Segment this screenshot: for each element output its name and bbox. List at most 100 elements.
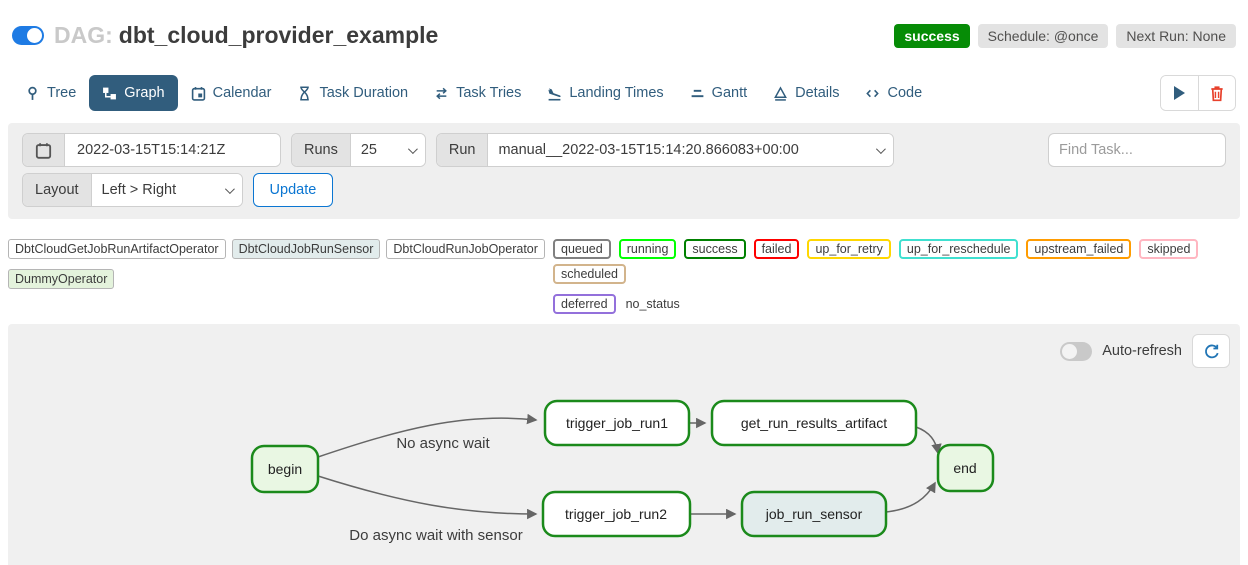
schedule-badge: Schedule: @once	[977, 23, 1109, 48]
dag-run-select[interactable]: manual__2022-03-15T15:14:20.866083+00:00	[488, 134, 894, 166]
operator-badge: DbtCloudJobRunSensor	[231, 239, 381, 259]
graph-controls: Auto-refresh	[1060, 334, 1230, 368]
tab-label: Details	[795, 85, 840, 101]
operator-badge: DbtCloudGetJobRunArtifactOperator	[8, 239, 226, 259]
dag-prefix-label: DAG:	[54, 22, 113, 48]
status-legend: queued running success failed up_for_ret…	[553, 239, 1240, 314]
edge-artifact-end	[915, 426, 942, 455]
tab-label: Code	[887, 85, 923, 101]
status-legend-badge: running	[618, 239, 677, 259]
tab-landing-times[interactable]: Landing Times	[534, 75, 676, 111]
task-node-label: get_run_results_artifact	[741, 415, 887, 431]
task-node-label: trigger_job_run1	[566, 415, 668, 431]
gantt-icon	[691, 89, 704, 97]
chevron-down-icon	[224, 183, 235, 194]
status-legend-badge: upstream_failed	[1026, 239, 1132, 259]
refresh-button[interactable]	[1192, 334, 1230, 368]
tab-label: Tree	[47, 85, 77, 101]
chevron-down-icon	[876, 143, 887, 154]
status-legend-badge: failed	[753, 239, 800, 259]
view-tabbar: Tree Graph Calendar Task Duration Task T…	[12, 75, 1236, 111]
dag-graph: No async wait Do async wait with sensor …	[250, 399, 995, 544]
task-node-trigger-job-run1[interactable]: trigger_job_run1	[543, 399, 691, 447]
edge-begin-trigger1	[317, 413, 538, 458]
toggle-knob	[27, 28, 42, 43]
tab-task-tries[interactable]: Task Tries	[421, 75, 534, 111]
update-button[interactable]: Update	[252, 173, 334, 207]
tab-calendar[interactable]: Calendar	[178, 75, 285, 111]
task-node-label: begin	[268, 461, 302, 477]
header-badges: success Schedule: @once Next Run: None	[894, 23, 1236, 48]
filter-row-2: Layout Left > Right Update	[22, 173, 1226, 207]
tab-label: Landing Times	[569, 85, 664, 101]
runs-count-value: 25	[360, 142, 377, 158]
calendar-icon	[35, 142, 52, 159]
status-legend-badge: deferred	[553, 294, 616, 314]
calendar-icon	[191, 86, 205, 101]
page-title: DAG:dbt_cloud_provider_example	[54, 22, 438, 49]
status-legend-badge: no_status	[625, 297, 680, 311]
hourglass-icon	[300, 86, 310, 100]
graph-icon	[103, 87, 117, 99]
next-run-badge: Next Run: None	[1116, 23, 1236, 48]
runs-count-select[interactable]: 25	[350, 134, 425, 166]
find-task-input[interactable]	[1048, 133, 1226, 167]
tab-label: Gantt	[711, 85, 748, 101]
details-icon	[774, 85, 788, 101]
filter-panel: 2022-03-15T15:14:21Z Runs 25 Run manual_…	[8, 123, 1240, 219]
tab-graph[interactable]: Graph	[89, 75, 178, 111]
tab-task-duration[interactable]: Task Duration	[284, 75, 421, 111]
plane-landing-icon	[548, 87, 561, 101]
dag-pause-toggle[interactable]	[12, 26, 44, 45]
tab-tree[interactable]: Tree	[12, 75, 89, 111]
toggle-knob	[1062, 343, 1078, 359]
task-node-label: job_run_sensor	[765, 506, 863, 522]
edge-begin-trigger2	[317, 475, 538, 520]
delete-dag-button[interactable]	[1198, 76, 1235, 110]
operator-legend: DbtCloudGetJobRunArtifactOperator DbtClo…	[8, 239, 553, 289]
date-input-group: 2022-03-15T15:14:21Z	[22, 133, 281, 167]
task-node-trigger-job-run2[interactable]: trigger_job_run2	[541, 490, 692, 538]
auto-refresh-label: Auto-refresh	[1102, 343, 1182, 359]
runs-input-group: Runs 25	[291, 133, 426, 167]
date-picker-button[interactable]	[23, 134, 65, 166]
status-legend-badge: up_for_retry	[807, 239, 891, 259]
task-node-label: end	[953, 460, 976, 476]
edge-sensor-end	[885, 481, 936, 513]
tab-label: Task Duration	[319, 85, 409, 101]
legend: DbtCloudGetJobRunArtifactOperator DbtClo…	[0, 239, 1248, 314]
status-legend-badge: success	[684, 239, 746, 259]
tab-gantt[interactable]: Gantt	[677, 75, 760, 111]
task-node-label: trigger_job_run2	[565, 506, 667, 522]
task-node-get-run-results-artifact[interactable]: get_run_results_artifact	[710, 399, 918, 447]
task-node-end[interactable]: end	[936, 443, 995, 493]
layout-input-group: Layout Left > Right	[22, 173, 243, 207]
dag-name: dbt_cloud_provider_example	[118, 22, 439, 48]
run-input-group: Run manual__2022-03-15T15:14:20.866083+0…	[435, 133, 895, 167]
graph-panel: Auto-refresh No async wait Do async wait…	[8, 324, 1240, 565]
status-legend-badge: up_for_reschedule	[898, 239, 1019, 259]
edge-label-no-async: No async wait	[396, 435, 490, 452]
tree-icon	[28, 86, 37, 100]
task-node-begin[interactable]: begin	[250, 444, 320, 494]
execution-date-input[interactable]: 2022-03-15T15:14:21Z	[65, 134, 280, 166]
dag-run-value: manual__2022-03-15T15:14:20.866083+00:00	[498, 142, 799, 158]
play-icon	[1174, 86, 1185, 100]
status-legend-badge: skipped	[1139, 239, 1199, 259]
task-node-job-run-sensor[interactable]: job_run_sensor	[740, 490, 888, 538]
auto-refresh-toggle[interactable]	[1060, 341, 1093, 361]
tab-label: Calendar	[212, 85, 272, 101]
status-badge: success	[894, 23, 970, 48]
layout-label: Layout	[23, 174, 92, 206]
status-legend-badge: scheduled	[553, 264, 626, 284]
trigger-dag-button[interactable]	[1161, 76, 1198, 110]
code-icon	[866, 89, 880, 97]
layout-select[interactable]: Left > Right	[91, 174, 242, 206]
tab-details[interactable]: Details	[760, 75, 852, 111]
edge-label-async-sensor: Do async wait with sensor	[349, 527, 522, 544]
operator-badge: DummyOperator	[8, 269, 115, 289]
runs-label: Runs	[292, 134, 351, 166]
filter-row-1: 2022-03-15T15:14:21Z Runs 25 Run manual_…	[22, 133, 1226, 167]
tab-code[interactable]: Code	[852, 75, 935, 111]
